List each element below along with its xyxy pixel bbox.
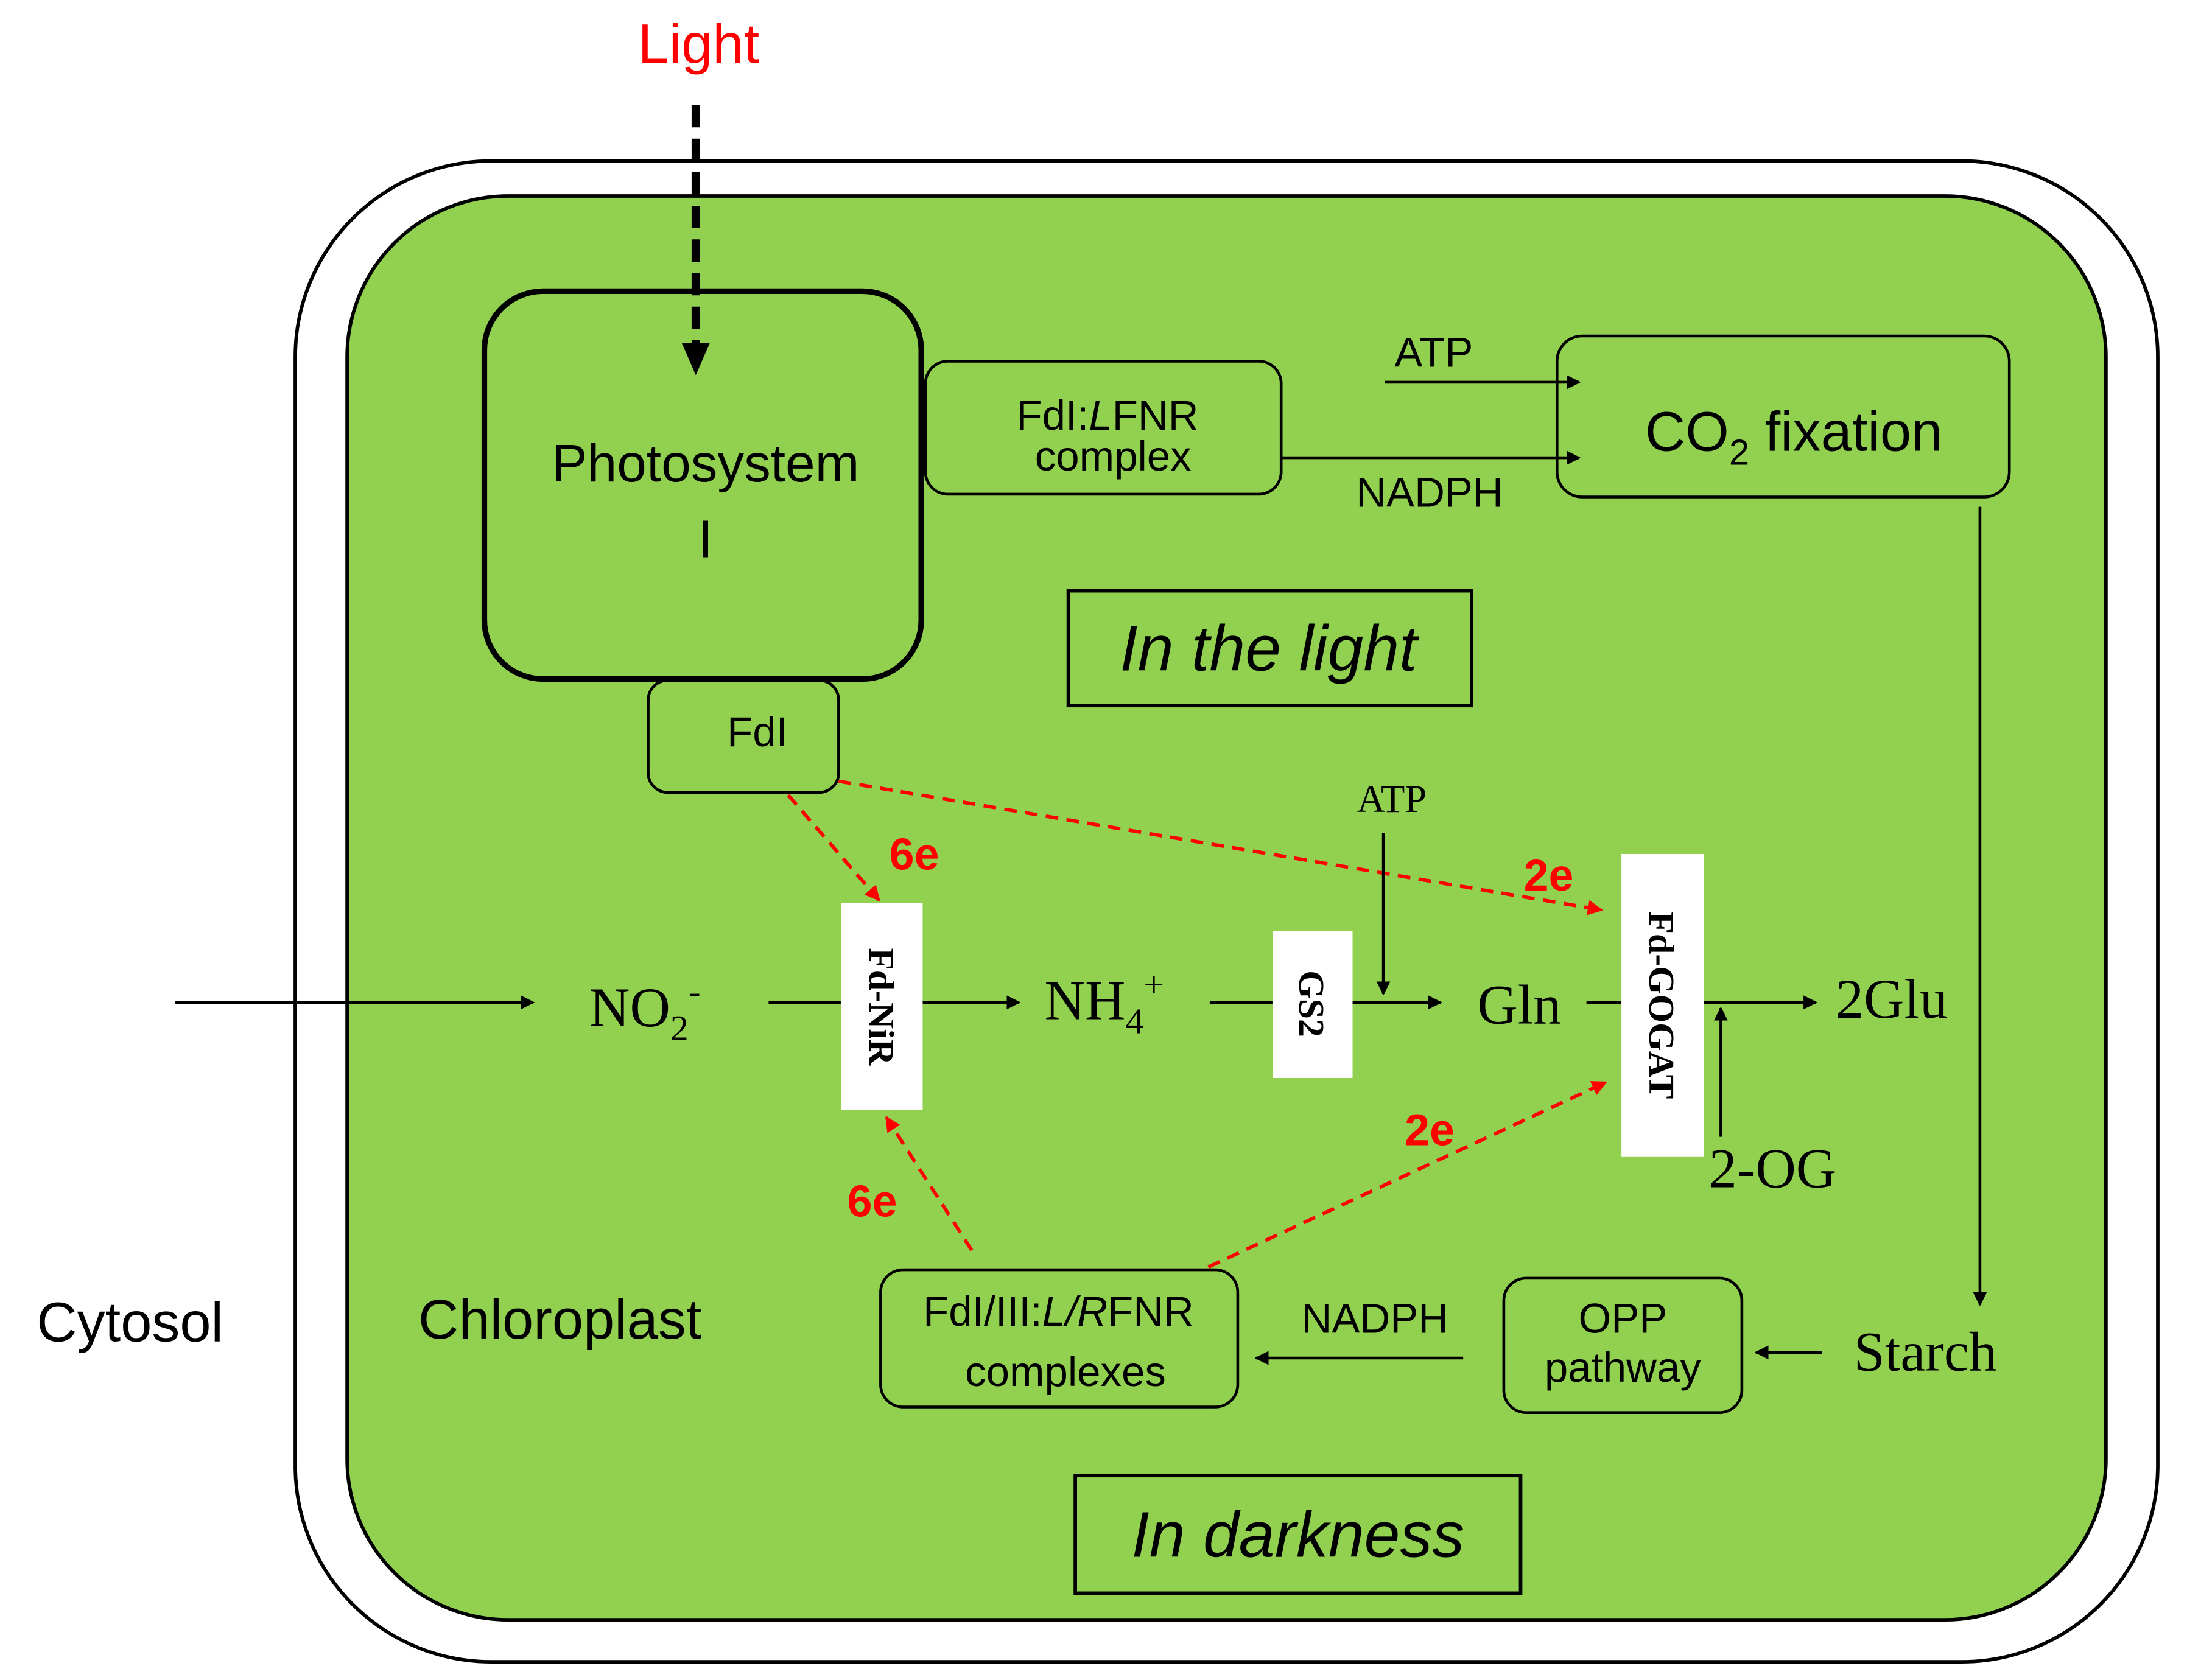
gs2-box <box>1273 931 1353 1078</box>
light-arrow-head <box>681 343 710 376</box>
gs2-label: GS2 <box>1291 970 1332 1037</box>
oxoglutarate-label: 2-OG <box>1709 1137 1837 1199</box>
atp-top-label: ATP <box>1394 329 1473 376</box>
opp-pathway-box <box>1502 1276 1744 1414</box>
cytosol-label: Cytosol <box>37 1291 223 1353</box>
glutamine-label: Gln <box>1477 973 1561 1035</box>
dark-fnr-complexes-box <box>879 1268 1240 1409</box>
chloroplast-body <box>345 194 2108 1622</box>
fd-nir-box <box>841 903 923 1110</box>
fdi-lfnr-label-line1: FdI:LFNR <box>1016 392 1198 439</box>
ammonium-label: NH4+ <box>1045 965 1165 1041</box>
chloroplast-label: Chloroplast <box>418 1289 701 1351</box>
fdi-lfnr-complex-box <box>924 360 1283 496</box>
nadph-bottom-label: NADPH <box>1302 1295 1449 1342</box>
in-the-light-box <box>1066 589 1473 708</box>
six-electrons-bottom-label: 6e <box>848 1176 897 1227</box>
fdi-to-gogat-electron-arrow <box>838 779 1604 915</box>
nitrite-label: NO2- <box>589 971 701 1048</box>
light-label: Light <box>638 13 760 75</box>
dark-fnr-complexes-line1: FdI/III:L/RFNR <box>923 1288 1194 1335</box>
nadph-top-label: NADPH <box>1356 469 1503 516</box>
fdi-label: FdI <box>727 709 788 755</box>
two-electrons-top-label: 2e <box>1524 850 1574 900</box>
co2-fixation-label: CO2 fixation <box>1645 401 1942 473</box>
in-the-light-label: In the light <box>1120 613 1420 685</box>
dark-fnr-complexes-line2: complexes <box>965 1348 1166 1395</box>
fdi-to-nir-electron-arrow <box>787 794 881 901</box>
in-darkness-box <box>1073 1474 1523 1595</box>
glutamate-label: 2Glu <box>1836 968 1948 1030</box>
fd-gogat-label: Fd-GOGAT <box>1641 911 1682 1099</box>
starch-label: Starch <box>1854 1321 1997 1383</box>
dark-complex-to-gogat-electron-arrow <box>1207 1080 1607 1269</box>
fdi-box <box>647 679 840 794</box>
atp-mid-label: ATP <box>1357 777 1427 821</box>
opp-pathway-line2: pathway <box>1545 1344 1701 1391</box>
photosystem-label-line1: Photosystem <box>552 433 859 493</box>
six-electrons-top-label: 6e <box>890 828 939 879</box>
dark-complex-to-nir-electron-arrow <box>885 1116 974 1251</box>
fd-gogat-box <box>1621 854 1704 1157</box>
co2-fixation-box <box>1556 334 2011 499</box>
photosystem-label-line2: I <box>698 509 713 569</box>
two-electrons-bottom-label: 2e <box>1405 1104 1455 1155</box>
fdi-lfnr-label-line2: complex <box>1035 433 1192 480</box>
in-darkness-label: In darkness <box>1131 1499 1464 1571</box>
opp-pathway-line1: OPP <box>1579 1295 1668 1342</box>
fd-nir-label: Fd-NiR <box>862 948 902 1065</box>
